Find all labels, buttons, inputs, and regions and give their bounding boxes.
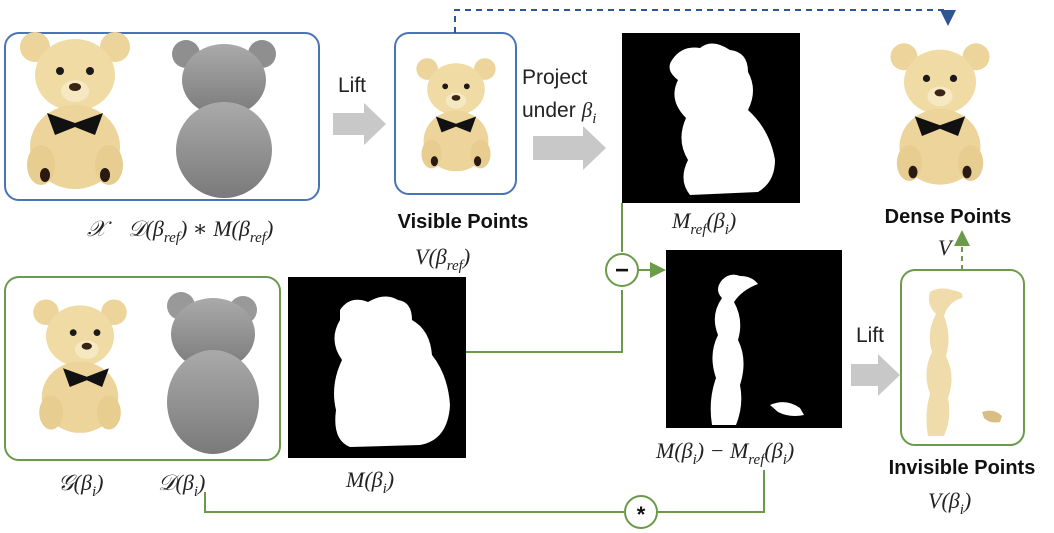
green-connector-star-right — [658, 470, 765, 513]
green-connector-mask-to-minus — [466, 290, 623, 353]
minus-symbol: − — [615, 257, 629, 284]
lift-label-bottom: Lift — [856, 324, 884, 347]
depth-map-icon — [167, 292, 259, 454]
m-minus-mref-label: M(βi) − Mref(βi) — [655, 438, 794, 468]
project-label: Project — [522, 66, 588, 89]
star-symbol: * — [637, 502, 646, 527]
mask-icon — [710, 274, 804, 425]
label-d-ref-times-m: 𝒟(βref) ∗ M(βref) — [128, 216, 273, 246]
teddy-bear-icon — [926, 288, 1002, 436]
mask-icon — [669, 43, 775, 195]
teddy-bear-icon — [416, 58, 496, 172]
d-beta-i-label: 𝒟(βi) — [158, 470, 205, 500]
teddy-bear-icon — [33, 299, 127, 433]
dense-v-label: V — [938, 235, 954, 260]
lift-arrow-bottom — [851, 354, 900, 396]
g-beta-i-label: 𝒢(βi) — [58, 470, 103, 500]
v-beta-i-label: V(βi) — [928, 488, 971, 518]
green-connector-star — [204, 492, 624, 513]
lift-label-top: Lift — [338, 74, 366, 97]
star-operator — [624, 495, 658, 529]
v-beta-ref-label: V(βref) — [415, 244, 470, 274]
lift-arrow-top — [333, 103, 386, 145]
visible-points-label: Visible Points — [398, 211, 529, 233]
project-arrow — [533, 126, 606, 170]
teddy-bear-icon — [890, 43, 990, 185]
mask-icon — [334, 296, 450, 447]
invisible-points-label: Invisible Points — [889, 457, 1036, 479]
input-frame-ref — [4, 32, 320, 201]
label-x: 𝒳 — [87, 216, 112, 241]
m-ref-beta-i-label: Mref(βi) — [671, 208, 736, 238]
teddy-bear-icon — [20, 32, 130, 189]
depth-map-icon — [172, 40, 276, 198]
input-frame-i — [4, 276, 281, 461]
m-beta-i-label: M(βi) — [345, 467, 394, 497]
dense-points-label: Dense Points — [885, 206, 1012, 228]
dashed-blue-connector — [454, 9, 956, 33]
mask-difference — [666, 250, 842, 428]
